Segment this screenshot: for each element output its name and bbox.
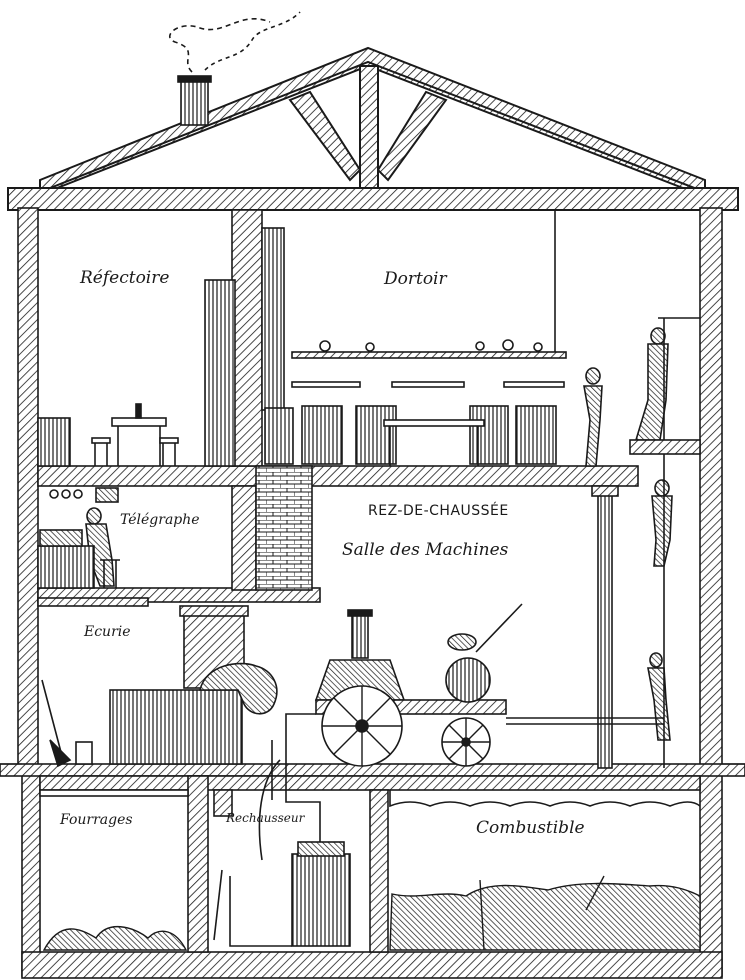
label-rez-de-chaussee: REZ-DE-CHAUSSÉE xyxy=(368,503,509,519)
fourrages-hay xyxy=(42,925,188,951)
label-ecurie: Ecurie xyxy=(84,624,131,640)
telegraphe-equipment xyxy=(37,487,120,589)
steam-fire-engine xyxy=(314,603,664,767)
floors xyxy=(0,465,745,808)
label-dortoir: Dortoir xyxy=(384,269,447,289)
roof xyxy=(7,46,739,211)
label-salle-des-machines: Salle des Machines xyxy=(342,540,509,560)
rechauffeur-heater xyxy=(213,713,351,947)
outer-walls xyxy=(17,207,723,979)
refectoire-furniture xyxy=(37,403,179,467)
chimney xyxy=(168,11,301,126)
ecurie-stable xyxy=(41,605,278,768)
label-fourrages: Fourrages xyxy=(60,812,133,828)
fire-pole-and-ladder xyxy=(629,317,701,768)
internal-structure xyxy=(39,209,619,953)
label-refectoire: Réfectoire xyxy=(80,268,170,288)
dortoir-furniture xyxy=(291,210,567,466)
label-combustible: Combustible xyxy=(476,818,585,838)
label-rechauffeur: Rechausseur xyxy=(226,811,305,825)
label-telegraphe: Télégraphe xyxy=(120,512,200,528)
combustible-coal-heap xyxy=(389,875,701,951)
